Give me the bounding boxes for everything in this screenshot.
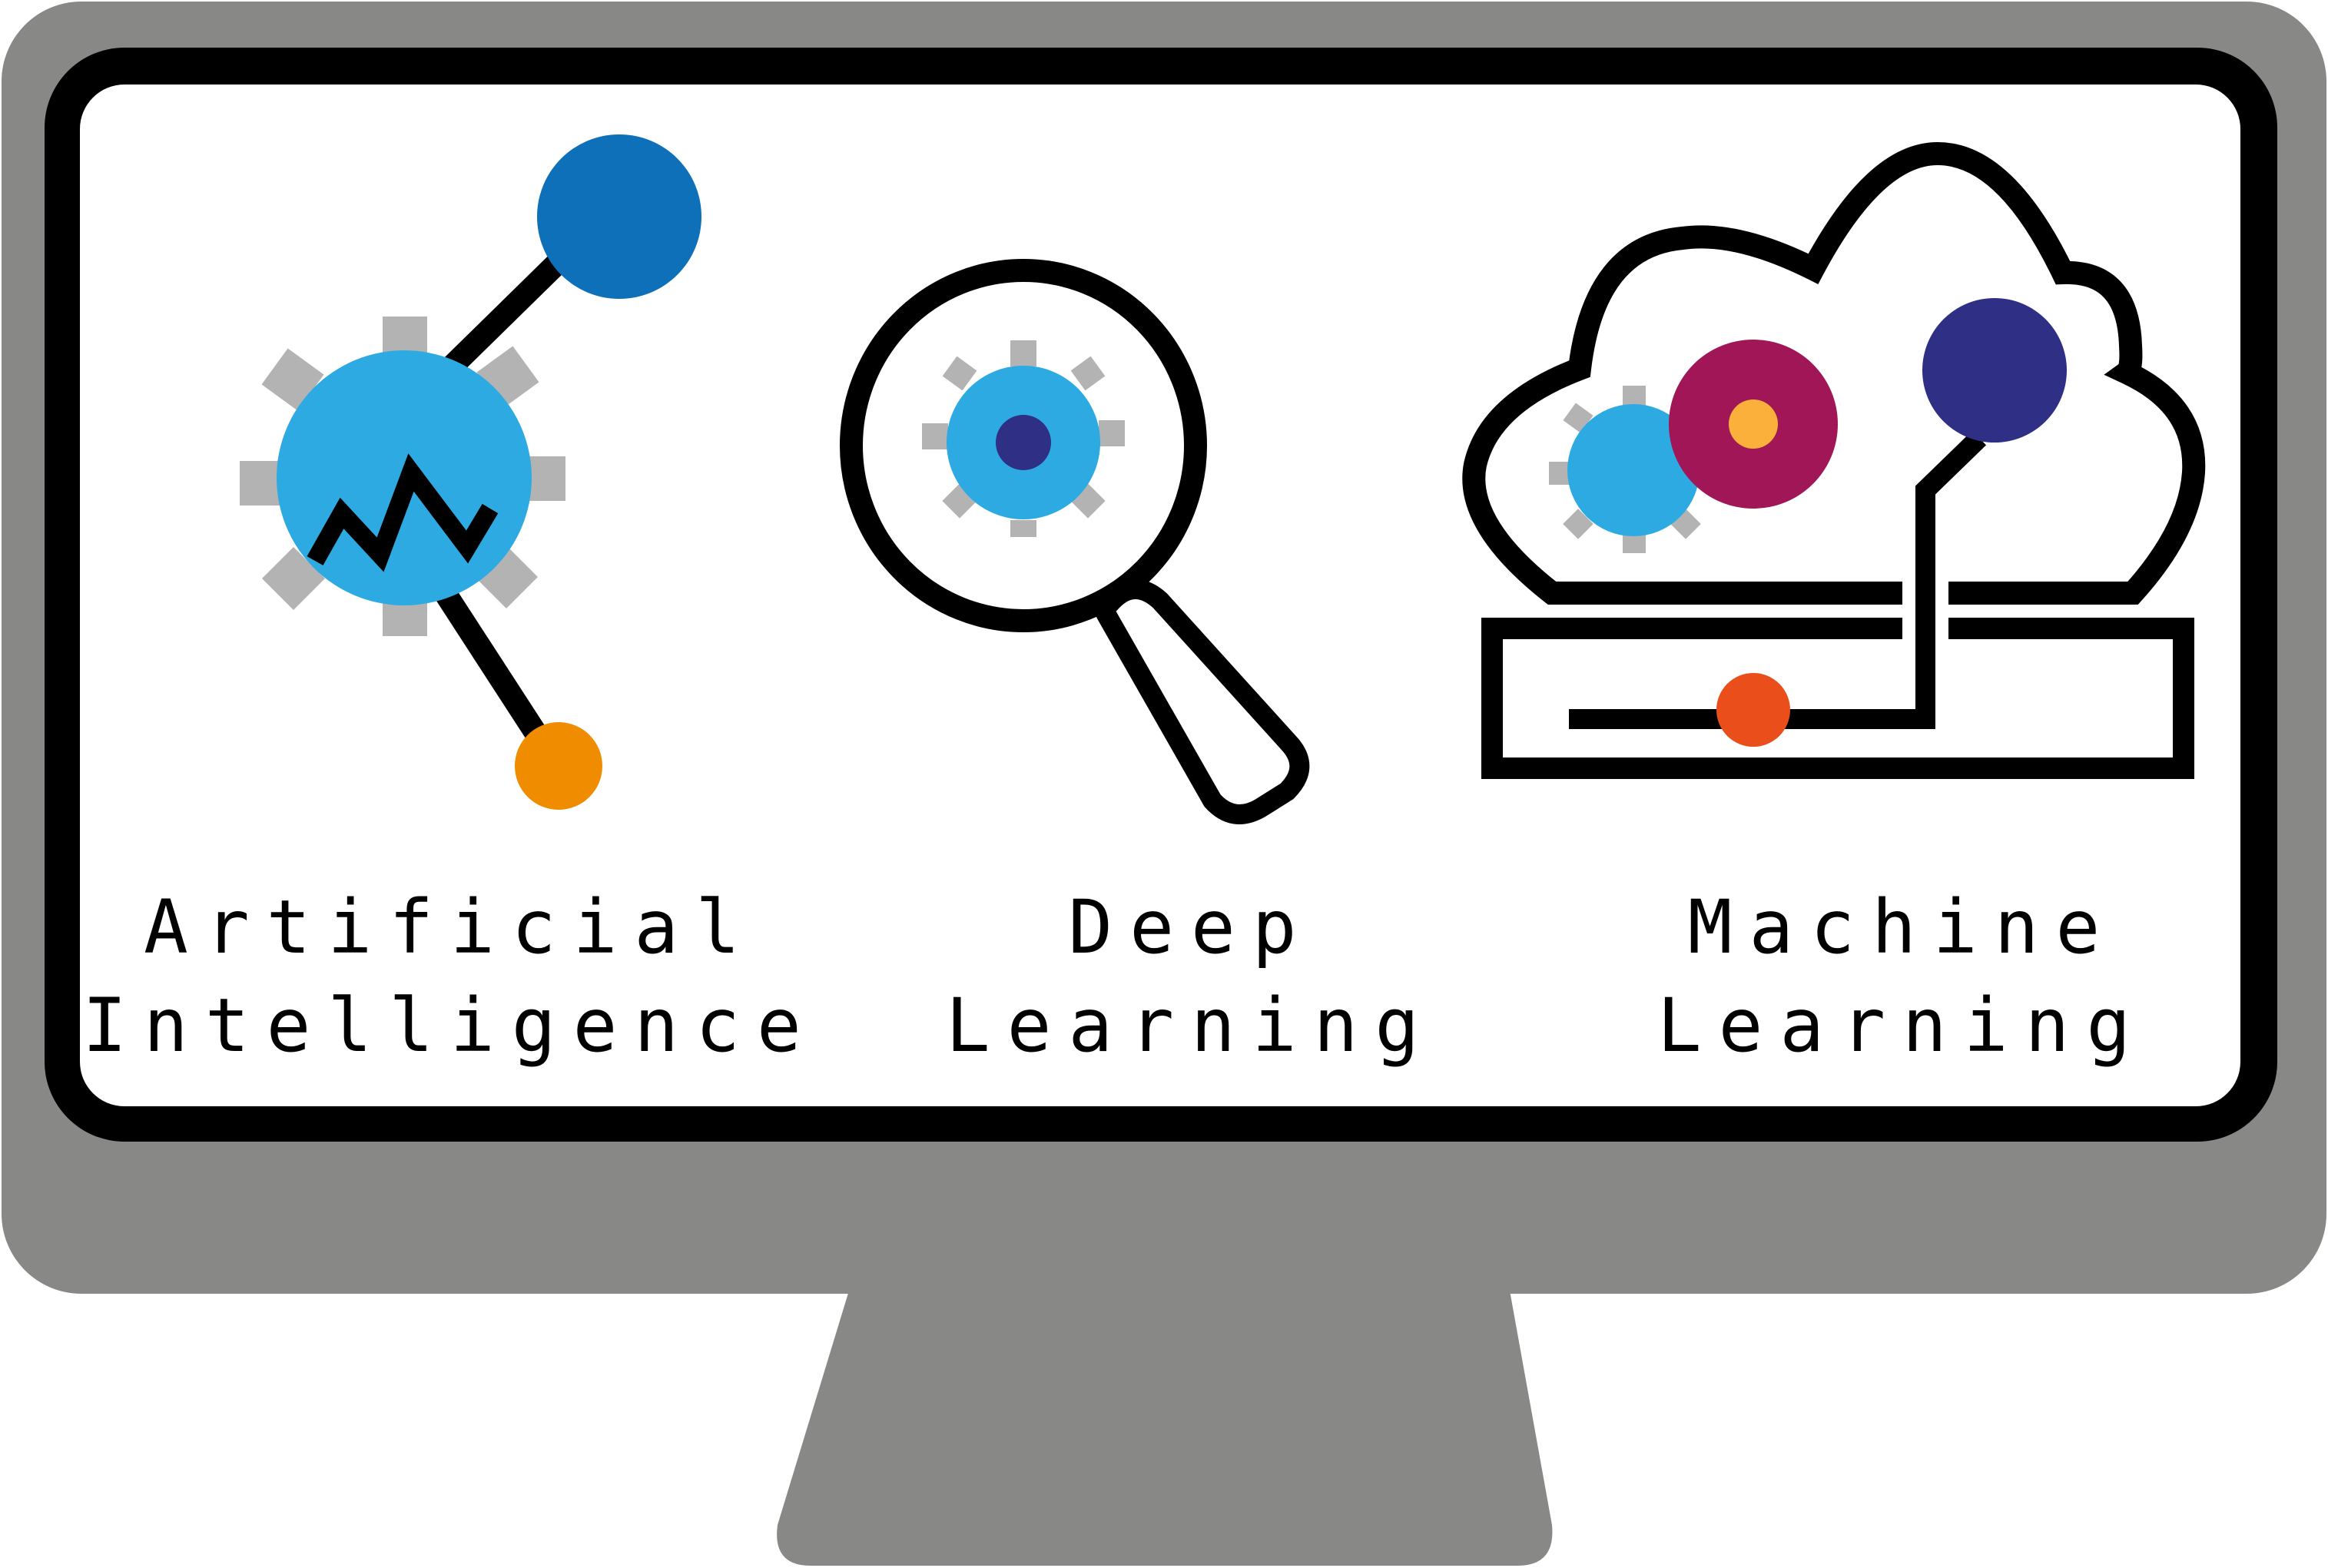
node-core xyxy=(1729,399,1778,449)
monitor-stand xyxy=(777,1291,1553,1566)
gear-hub xyxy=(996,415,1051,470)
connector-line xyxy=(441,244,577,377)
node-circle xyxy=(537,134,701,299)
caption-line: Learning xyxy=(1657,983,2147,1069)
network-gear-icon xyxy=(240,134,701,810)
node-circle xyxy=(1922,298,2067,443)
gear-teeth xyxy=(922,340,1125,537)
caption-line: Intelligence xyxy=(82,983,818,1069)
caption-dl: Deep Learning xyxy=(946,884,1436,1069)
caption-ml: Machine Learning xyxy=(1657,884,2147,1069)
caption-line: Deep xyxy=(1068,884,1313,970)
node-circle xyxy=(515,722,602,810)
zigzag-line xyxy=(307,453,499,572)
caption-line: Learning xyxy=(946,983,1436,1069)
caption-line: Machine xyxy=(1688,884,2117,970)
gear-body xyxy=(1567,404,1700,536)
node-circle xyxy=(1716,673,1790,747)
caption-ai: Artificial Intelligence xyxy=(82,884,818,1069)
magnifier-gear-icon xyxy=(840,259,1310,824)
caption-line: Artificial xyxy=(144,884,757,970)
connector-line xyxy=(434,585,546,741)
cloud-server-icon xyxy=(1462,141,2206,779)
